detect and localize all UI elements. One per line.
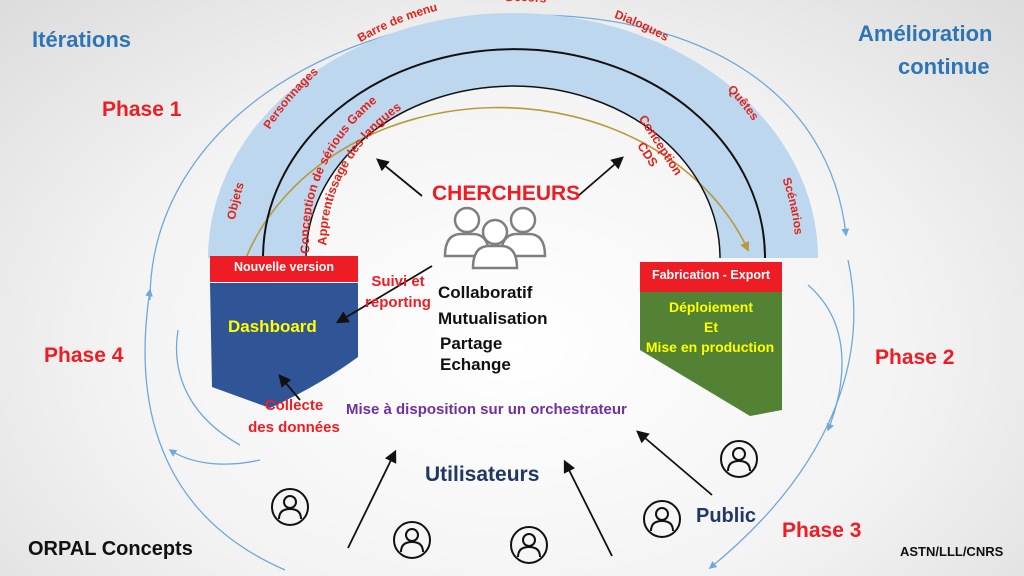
phase1-arc-band <box>208 13 818 258</box>
dashboard-label: Dashboard <box>228 317 317 336</box>
phase-4-label: Phase 4 <box>44 344 124 367</box>
et-label: Et <box>704 319 718 335</box>
arrow-users-right <box>563 459 613 557</box>
cycle-arc-left <box>144 288 286 571</box>
phase-2-label: Phase 2 <box>875 346 955 369</box>
user-icon <box>271 488 309 526</box>
cycle-arc-left-bottom <box>168 449 261 465</box>
nouvelle-version-header-bg <box>210 256 358 282</box>
reporting-label: reporting <box>365 294 431 311</box>
echange-label: Echange <box>440 355 511 374</box>
collecte-label: Collecte <box>264 397 324 414</box>
flow-arrows <box>278 156 713 557</box>
black-arc <box>262 48 766 259</box>
gold-arc-arrow <box>245 106 750 259</box>
public-label: Public <box>696 505 757 527</box>
mutualisation-label: Mutualisation <box>438 309 548 328</box>
fabrication-export-label: Fabrication - Export <box>651 268 771 282</box>
dashboard-block <box>210 283 358 408</box>
mise-en-production-label: Mise en production <box>645 339 775 355</box>
user-icon <box>510 526 548 564</box>
arrow-users-left <box>347 449 397 549</box>
arrow-public <box>636 430 713 496</box>
arrow-to-dashboard <box>335 265 433 324</box>
arrow-to-serious-game <box>376 158 423 197</box>
deploiement-label: Déploiement <box>668 299 753 315</box>
des-donnees-label: des données <box>248 419 340 436</box>
outer-arc-item: Décors <box>505 0 547 6</box>
iterations-label: Itérations <box>32 27 132 52</box>
cycle-arc-right <box>708 259 855 569</box>
chercheurs-title: CHERCHEURS <box>432 182 581 205</box>
collaboratif-label: Collaboratif <box>438 283 533 302</box>
user-icon <box>720 440 758 478</box>
continue-label: continue <box>898 54 990 79</box>
partage-label: Partage <box>440 334 503 353</box>
user-icon <box>393 521 431 559</box>
phase-1-label: Phase 1 <box>102 98 182 121</box>
deploiement-block <box>640 292 782 416</box>
cycle-arc-left-inner <box>175 329 241 446</box>
nouvelle-version-label: Nouvelle version <box>233 260 335 274</box>
cycle-arc-right-inner <box>807 284 843 432</box>
arrow-collecte <box>278 374 301 401</box>
suivi-et-label: Suivi et <box>371 273 425 290</box>
user-icons <box>271 440 758 564</box>
user-icon <box>643 500 681 538</box>
utilisateurs-label: Utilisateurs <box>425 463 540 486</box>
orchestrateur-label: Mise à disposition sur un orchestrateur <box>346 401 627 418</box>
phase-3-label: Phase 3 <box>782 519 862 542</box>
credits-label: ASTN/LLL/CNRS <box>900 544 1004 559</box>
inner-black-arc <box>305 85 721 259</box>
arrow-to-cds <box>577 156 624 197</box>
orpal-concepts-label: ORPAL Concepts <box>28 538 193 560</box>
fabrication-header-bg <box>640 262 782 292</box>
researchers-icon <box>443 206 547 270</box>
amelioration-label: Amélioration <box>858 21 993 46</box>
